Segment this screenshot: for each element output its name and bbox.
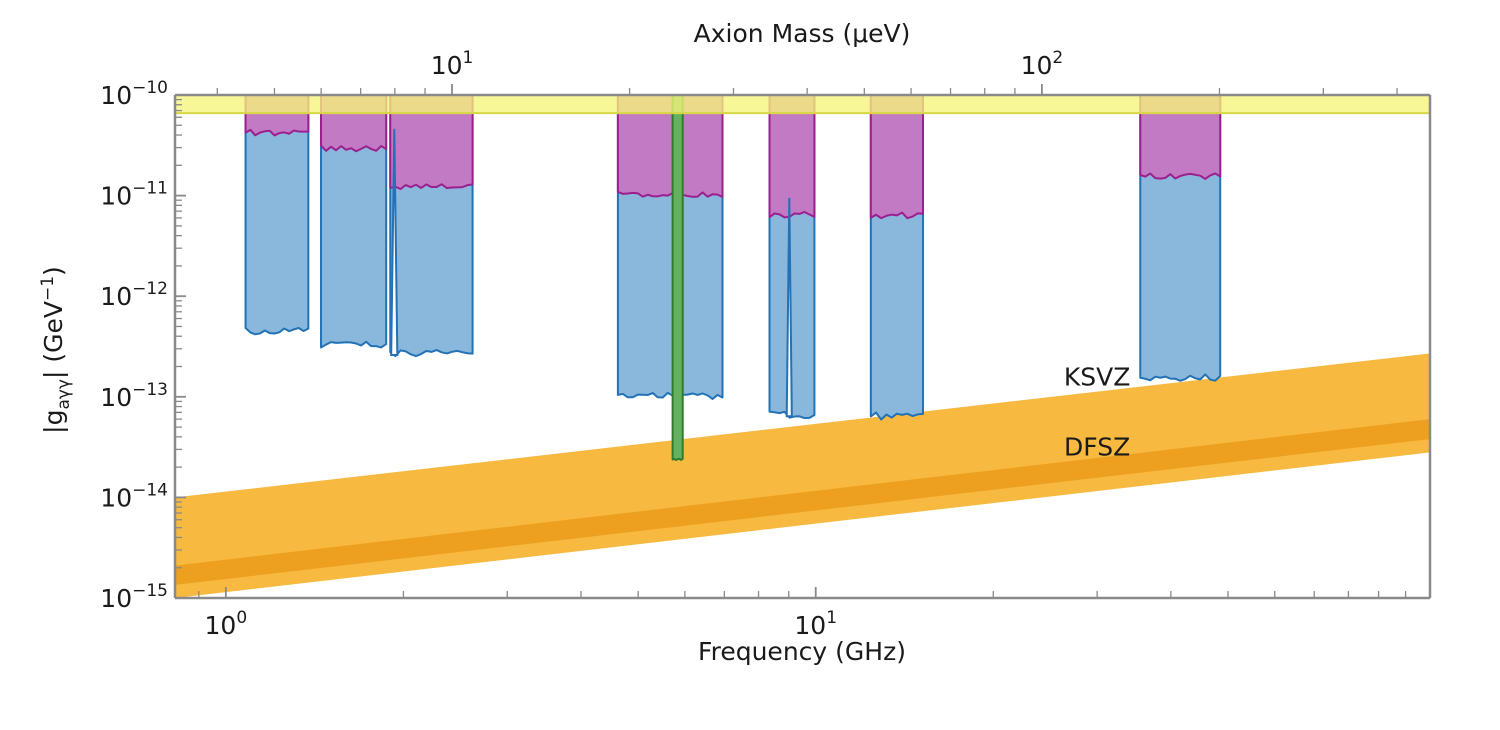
top-tick-label-0: 101: [431, 48, 474, 80]
y-tick-label-2: 10−12: [100, 279, 168, 311]
purple-exclusion-region-3: [389, 95, 474, 190]
top-axis-label: Axion Mass (μeV): [694, 19, 911, 48]
blue-exclusion-region-2: [320, 95, 388, 349]
plot-frame: [173, 93, 1432, 600]
blue-exclusion-region-1: [244, 95, 310, 336]
y-tick-label-1: 10−11: [100, 179, 168, 211]
y-axis-label-close: ): [39, 266, 68, 276]
annotation-layer: KSVZ DFSZ: [1064, 362, 1131, 461]
green-exclusion-region-1: [671, 95, 684, 461]
y-tick-label-4: 10−14: [100, 480, 168, 512]
y-axis-label-tail: | (GeV: [39, 301, 68, 379]
model-band-inner-dfsz: [175, 419, 1430, 585]
plot-data-layer: [175, 95, 1430, 598]
x-tick-label-1: 101: [794, 608, 837, 640]
y-axis-label-main: |g: [39, 410, 68, 434]
y-tick-label-0: 10−10: [100, 78, 168, 110]
tick-layer: [175, 84, 1407, 599]
x-axis-label: Frequency (GHz): [698, 637, 906, 666]
y-tick-label-5: 10−15: [100, 581, 168, 613]
svg-text:|gaγγ| (GeV−1): |gaγγ| (GeV−1): [38, 266, 74, 434]
y-axis-label-exp: −1: [38, 276, 58, 301]
y-axis-label-sub: aγγ: [54, 379, 74, 410]
x-tick-label-0: 100: [205, 608, 248, 640]
band-label-dfsz: DFSZ: [1064, 433, 1130, 462]
tick-label-layer: 10−10 10−11 10−12 10−13 10−14 10−15 100 101 101 1…: [100, 48, 1063, 640]
purple-exclusion-region-6: [869, 95, 924, 220]
band-label-ksvz: KSVZ: [1064, 362, 1131, 391]
purple-exclusion-region-7: [1139, 95, 1222, 180]
exclusion-notch-1: [390, 128, 399, 357]
purple-exclusion-region-5: [768, 95, 816, 219]
y-axis-label: |gaγγ| (GeV−1): [38, 266, 74, 434]
yellow-astrophysical-band: [175, 95, 1430, 115]
exclusion-notch-2: [785, 197, 793, 418]
y-tick-label-3: 10−13: [100, 380, 168, 412]
top-tick-label-1: 102: [1021, 48, 1064, 80]
